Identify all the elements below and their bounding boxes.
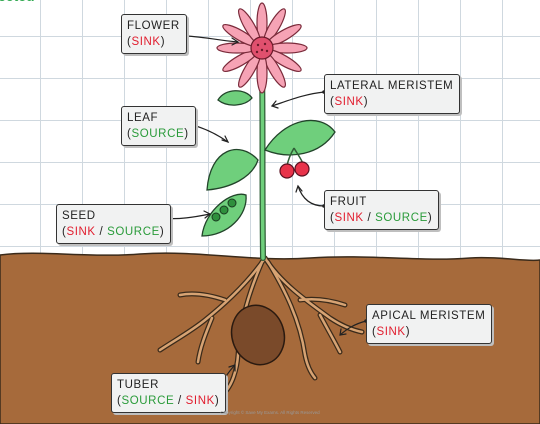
source-tag: SOURCE [107, 226, 160, 238]
label-flower: FLOWER (SINK) [121, 14, 187, 54]
label-title: FRUIT [330, 194, 432, 210]
label-lateral-meristem: LATERAL MERISTEM (SINK) [324, 74, 460, 114]
fruit [295, 162, 309, 176]
label-title: LATERAL MERISTEM [330, 78, 453, 94]
label-apical-meristem: APICAL MERISTEM (SINK) [366, 304, 492, 344]
sink-tag: SINK [66, 226, 95, 238]
seed [228, 199, 236, 207]
fruit [280, 164, 294, 178]
source-tag: SOURCE [121, 395, 174, 407]
flower-centre [251, 37, 273, 59]
label-title: TUBER [117, 377, 219, 393]
label-fruit: FRUIT (SINK / SOURCE) [324, 190, 439, 230]
leaf-left [207, 150, 258, 190]
copyright-notice: Copyright © Save My Exams. All Rights Re… [0, 410, 540, 415]
label-title: FLOWER [127, 18, 180, 34]
source-tag: SOURCE [375, 212, 428, 224]
sink-tag: SINK [131, 36, 160, 48]
sink-tag: SINK [334, 212, 363, 224]
leaf-right [265, 120, 335, 154]
source-tag: SOURCE [131, 128, 184, 140]
seed [212, 213, 220, 221]
leaf-upper-left [218, 91, 252, 105]
label-title: APICAL MERISTEM [372, 308, 485, 324]
sink-tag: SINK [334, 96, 363, 108]
seed [220, 206, 228, 214]
label-title: SEED [62, 208, 164, 224]
sink-tag: SINK [376, 326, 405, 338]
label-title: LEAF [127, 110, 189, 126]
label-tuber: TUBER (SOURCE / SINK) [111, 373, 226, 413]
sink-tag: SINK [186, 395, 215, 407]
label-leaf: LEAF (SOURCE) [121, 106, 196, 146]
label-seed: SEED (SINK / SOURCE) [56, 204, 171, 244]
